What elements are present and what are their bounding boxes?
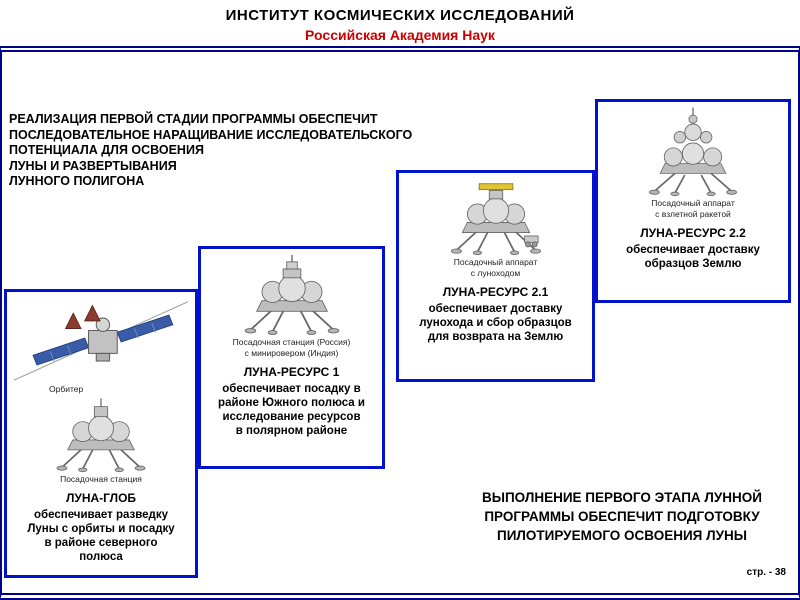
stage-title-luna-resurs-2-2: ЛУНА-РЕСУРС 2.2 xyxy=(640,226,746,240)
slide-frame xyxy=(0,46,800,600)
academy-subtitle: Российская Академия Наук xyxy=(305,27,495,43)
stage-description-luna-resurs-1: обеспечивает посадку в районе Южного пол… xyxy=(218,383,365,437)
intro-text: РЕАЛИЗАЦИЯ ПЕРВОЙ СТАДИИ ПРОГРАММЫ ОБЕСП… xyxy=(9,112,413,188)
luna-glob-orbiter-image xyxy=(13,301,189,381)
lander-caption: Посадочная станция (Россия) с минироверо… xyxy=(232,337,351,358)
lander-caption: Посадочный аппарат с луноходом xyxy=(453,257,538,278)
stage-box-luna-resurs-2-1: Посадочный аппарат с луноходом ЛУНА-РЕСУ… xyxy=(396,170,595,382)
stage-description-luna-resurs-2-1: обеспечивает доставку лунохода и сбор об… xyxy=(419,303,572,343)
lander-caption: Посадочный аппарат с взлетной ракетой xyxy=(651,198,735,219)
stage-title-luna-resurs-2-1: ЛУНА-РЕСУРС 2.1 xyxy=(442,285,549,299)
stage-description-luna-resurs-2-2: обеспечивает доставку образцов Землю xyxy=(626,244,760,270)
orbiter-caption: Орбитер xyxy=(49,384,84,394)
stage-title-luna-glob: ЛУНА-ГЛОБ xyxy=(65,491,137,505)
page-number: стр. - 38 xyxy=(746,567,786,578)
luna-resurs-2-2-lander-image xyxy=(649,107,737,197)
luna-glob-lander-image xyxy=(56,397,146,472)
stage-box-luna-glob: Орбитер Посадочная станция ЛУНА-ГЛОБ обе… xyxy=(4,289,198,578)
stage-title-luna-resurs-1: ЛУНА-РЕСУРС 1 xyxy=(243,365,340,379)
luna-resurs-1-lander-image xyxy=(244,254,339,335)
stage-box-luna-resurs-1: Посадочная станция (Россия) с минироверо… xyxy=(198,246,385,469)
stage-box-luna-resurs-2-2: Посадочный аппарат с взлетной ракетой ЛУ… xyxy=(595,99,791,303)
lander-caption: Посадочная станция xyxy=(60,473,142,484)
institute-title: ИНСТИТУТ КОСМИЧЕСКИХ ИССЛЕДОВАНИЙ xyxy=(225,7,575,24)
conclusion-text: ВЫПОЛНЕНИЕ ПЕРВОГО ЭТАПА ЛУННОЙ ПРОГРАММ… xyxy=(482,490,762,543)
luna-resurs-2-1-lander-image xyxy=(450,183,541,256)
stage-description-luna-glob: обеспечивает разведку Луны с орбиты и по… xyxy=(27,509,175,563)
